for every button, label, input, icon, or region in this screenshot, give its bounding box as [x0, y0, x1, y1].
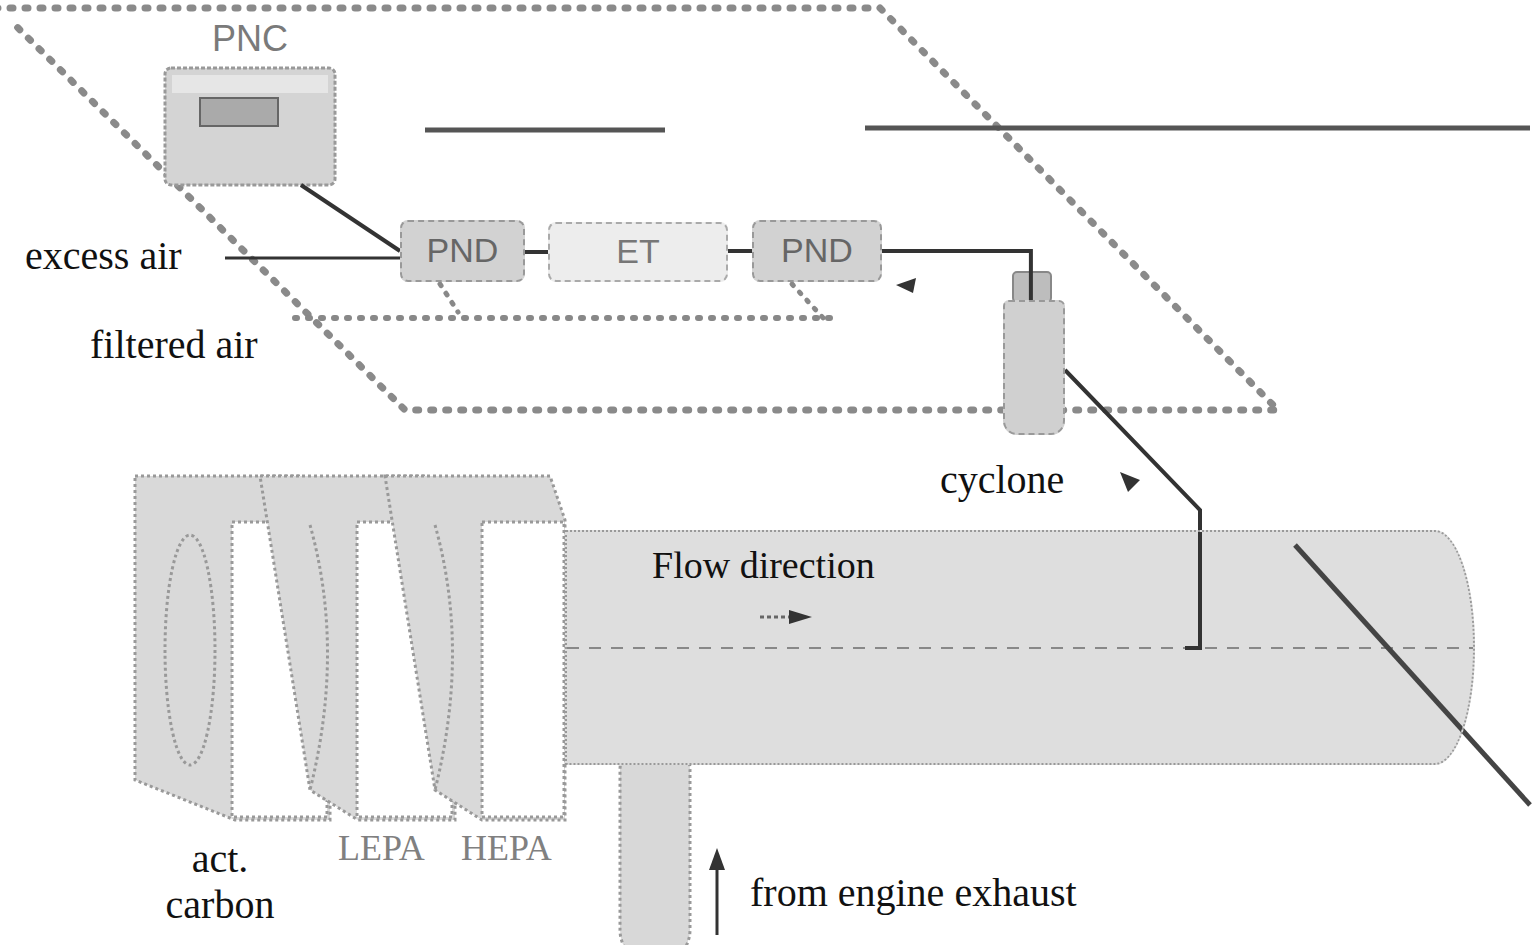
node-text: Flow direction [652, 544, 952, 588]
exhaust-arrowhead [709, 848, 725, 870]
platform-outline [0, 8, 1278, 410]
process-box: PND [400, 220, 525, 282]
instrument-box: PNC [165, 68, 335, 185]
pnc-housing [165, 68, 335, 185]
connector-line [1065, 370, 1200, 530]
rail-line [865, 126, 1530, 131]
flow-label: from engine exhaust [750, 870, 1077, 916]
air-line [225, 257, 400, 260]
center-line [567, 647, 1473, 649]
filter-hepa [385, 476, 565, 820]
node-text: ET [616, 232, 659, 271]
filter-box: HEPA [385, 476, 565, 821]
filter-box: act. carbon [135, 476, 330, 821]
leader-line [1295, 545, 1473, 744]
exhaust-pipe [620, 735, 690, 945]
filtered-air-line [792, 284, 825, 320]
process-box: ET [548, 222, 728, 282]
connector-line [882, 251, 1031, 300]
connector-line [728, 249, 752, 253]
node-text: PND [781, 231, 853, 270]
cyclone-body: cyclone [1003, 300, 1065, 435]
flow-arrowhead [789, 610, 812, 624]
rail-line [425, 128, 665, 133]
dilution-tunnel: Flow direction [565, 530, 1475, 765]
node-text: LEPA [338, 828, 448, 869]
flow-arrowhead [1120, 472, 1140, 492]
flow-arrowhead [896, 278, 916, 293]
node-text: act. carbon [150, 836, 290, 928]
process-box: PND [752, 220, 882, 282]
flow-label: excess air [25, 233, 182, 279]
filtered-air-line [440, 284, 458, 312]
node-text: PND [427, 231, 499, 270]
node-text: cyclone [940, 457, 1090, 503]
exhaust-arrow [716, 866, 719, 935]
filter-box: LEPA [260, 476, 455, 821]
filtered-air-line [295, 315, 830, 321]
node-text: HEPA [461, 828, 581, 869]
pnc-screen [200, 98, 278, 126]
sample-probe [1185, 532, 1200, 648]
connector-line [525, 250, 548, 254]
pnc-bevel [172, 75, 328, 93]
node-text: PNC [165, 18, 335, 59]
flow-label: filtered air [90, 322, 258, 368]
connector-line [301, 185, 400, 251]
